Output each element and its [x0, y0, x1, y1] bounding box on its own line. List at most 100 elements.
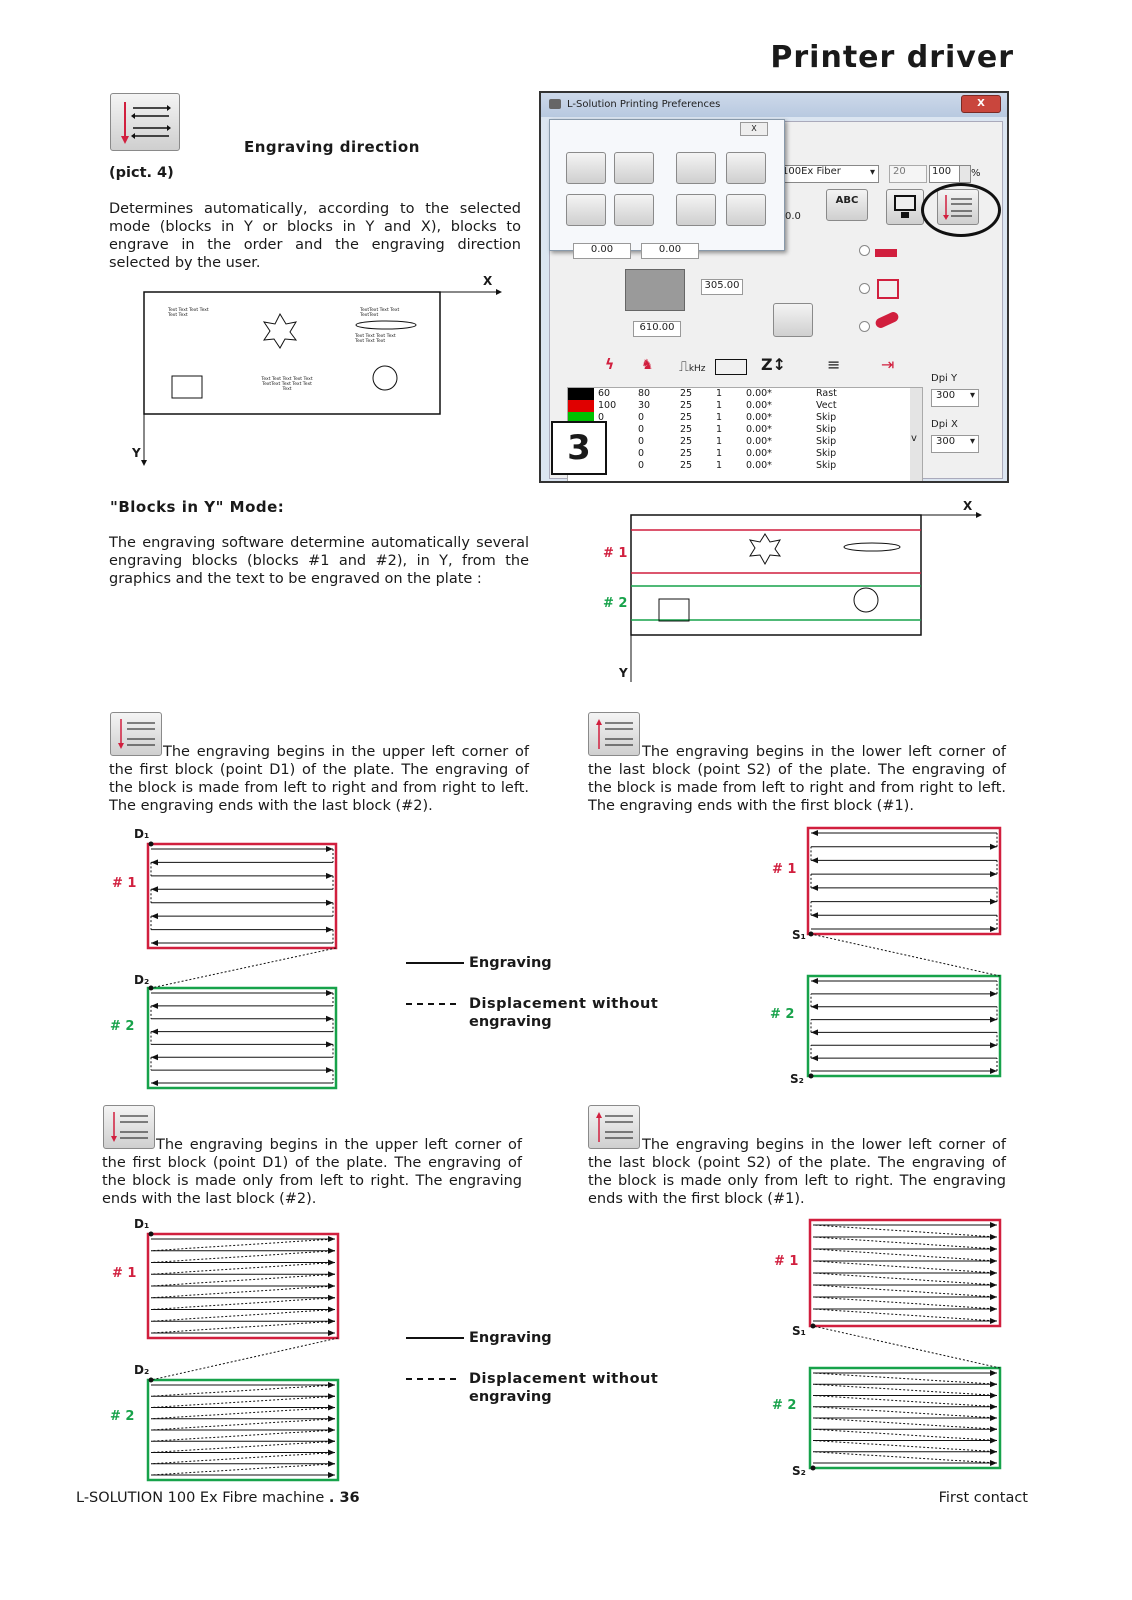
dpi-y-label: Dpi Y [931, 373, 957, 384]
chevron-down-icon: ▾ [970, 436, 975, 447]
printer-icon [549, 99, 561, 109]
window-titlebar: L-Solution Printing Preferences X [541, 93, 1007, 117]
legend-displacement-2: engraving [469, 1389, 552, 1405]
engraving-path-diagram-2: S₁ S₂ # 1 # 2 [762, 826, 1012, 1090]
intro-text: Determines automatically, according to t… [109, 200, 521, 272]
popup-close-button[interactable]: X [740, 122, 768, 136]
preview-button[interactable] [886, 189, 924, 225]
legend-solid-line [406, 962, 464, 964]
displacement-line [151, 948, 336, 988]
y-field[interactable]: 0.00 [641, 243, 699, 259]
legend-engraving: Engraving [469, 1330, 552, 1346]
direction-option-5[interactable] [566, 194, 606, 226]
monitor-icon [887, 190, 923, 224]
block-2 [148, 988, 336, 1088]
x-axis-label: X [963, 499, 972, 513]
x-axis-label: X [483, 274, 492, 288]
power-percent-input[interactable]: 100 [929, 165, 961, 183]
direction-option-7[interactable] [676, 194, 716, 226]
dpi-x-label: Dpi X [931, 419, 958, 430]
machine-select[interactable]: 100Ex Fiber ▾ [777, 165, 879, 183]
width-field[interactable]: 610.00 [633, 321, 681, 337]
direction-option-2[interactable] [614, 152, 654, 184]
scroll-mark: v [911, 433, 917, 444]
block-1-label: # 1 [112, 1266, 136, 1281]
plate-text: Text Text Text Text Text Text [168, 308, 216, 318]
page-number: . 36 [329, 1490, 360, 1506]
block-2-label: # 2 [772, 1398, 796, 1413]
legend-displacement: Displacement without [469, 996, 658, 1012]
direction-option-1[interactable] [566, 152, 606, 184]
point-d1: D₁ [134, 1217, 149, 1231]
direction-option-4[interactable] [726, 152, 766, 184]
dpi-x-select[interactable]: 300▾ [931, 435, 979, 453]
stepper-control[interactable] [959, 165, 971, 183]
engraving-path-diagram-4: S₁ S₂ # 1 # 2 [762, 1216, 1012, 1482]
block-1 [148, 844, 336, 948]
chevron-down-icon: ▾ [970, 390, 975, 401]
plate-diagram: X Y Text Text Text Text Text Text TextTe… [130, 272, 510, 472]
dpi-y-select[interactable]: 300▾ [931, 389, 979, 407]
block-1-label: # 1 [772, 862, 796, 877]
x-field[interactable]: 0.00 [573, 243, 631, 259]
z-axis-icon: Z↕ [761, 355, 786, 374]
mode-icon: ≡ [827, 355, 840, 374]
displacement-line [811, 934, 1000, 976]
text-abc-button[interactable]: ABC [826, 189, 868, 221]
legend-solid-line [406, 1337, 464, 1339]
footer-left: L-SOLUTION 100 Ex Fibre machine . 36 [76, 1490, 360, 1506]
blocks-y-diagram: X Y # 1 # 2 [600, 496, 990, 686]
close-button[interactable]: X [961, 95, 1001, 113]
legend-engraving: Engraving [469, 955, 552, 971]
direction-option-8[interactable] [726, 194, 766, 226]
percent-label: % [971, 168, 981, 179]
start-point [809, 1074, 814, 1079]
pict-label: (pict. 4) [109, 165, 174, 181]
grid-button[interactable] [773, 303, 813, 337]
value-select-20[interactable]: 20 [889, 165, 927, 183]
start-point [149, 1232, 154, 1237]
engraving-direction-button[interactable] [110, 93, 180, 151]
point-d2: D₂ [134, 973, 149, 987]
block-1-label: # 1 [112, 876, 136, 891]
height-field[interactable]: 305.00 [701, 279, 743, 295]
color-swatch[interactable] [568, 388, 594, 400]
y-axis-label: Y [132, 446, 141, 460]
plate-preview [625, 269, 685, 311]
highlight-circle [921, 183, 1001, 237]
block-2-label: # 2 [110, 1409, 134, 1424]
section-text: The engraving begins in the lower left c… [588, 1136, 1006, 1208]
chevron-down-icon: ▾ [870, 167, 875, 178]
direction-popup: X [549, 119, 785, 251]
option-radio[interactable] [859, 321, 870, 332]
output-icon: ⇥ [881, 355, 894, 374]
option-radio[interactable] [859, 283, 870, 294]
engraving-path-diagram-3: D₁ D₂ # 1 # 2 [100, 1216, 350, 1482]
y-axis-label: Y [619, 666, 628, 680]
displacement-line [813, 1326, 1000, 1368]
block-2-label: # 2 [770, 1007, 794, 1022]
section-heading: Engraving direction [244, 138, 420, 156]
plate-text: TextText Text Text TextText [360, 308, 410, 318]
block-1 [808, 828, 1000, 934]
engraving-path-diagram-1: D₁ D₂ # 1 # 2 [100, 826, 350, 1092]
direction-option-3[interactable] [676, 152, 716, 184]
block-2 [808, 976, 1000, 1076]
direction-option-6[interactable] [614, 194, 654, 226]
point-d2: D₂ [134, 1363, 149, 1377]
legend-dashed-line [406, 1003, 456, 1005]
color-swatch[interactable] [568, 400, 594, 412]
option-radio[interactable] [859, 245, 870, 256]
section-heading: "Blocks in Y" Mode: [110, 498, 284, 516]
point-s2: S₂ [792, 1464, 806, 1478]
blocks-y-text: The engraving software determine automat… [109, 534, 529, 588]
speed-icon: ♞ [641, 357, 663, 373]
frequency-icon: ⎍kHz [679, 359, 706, 375]
